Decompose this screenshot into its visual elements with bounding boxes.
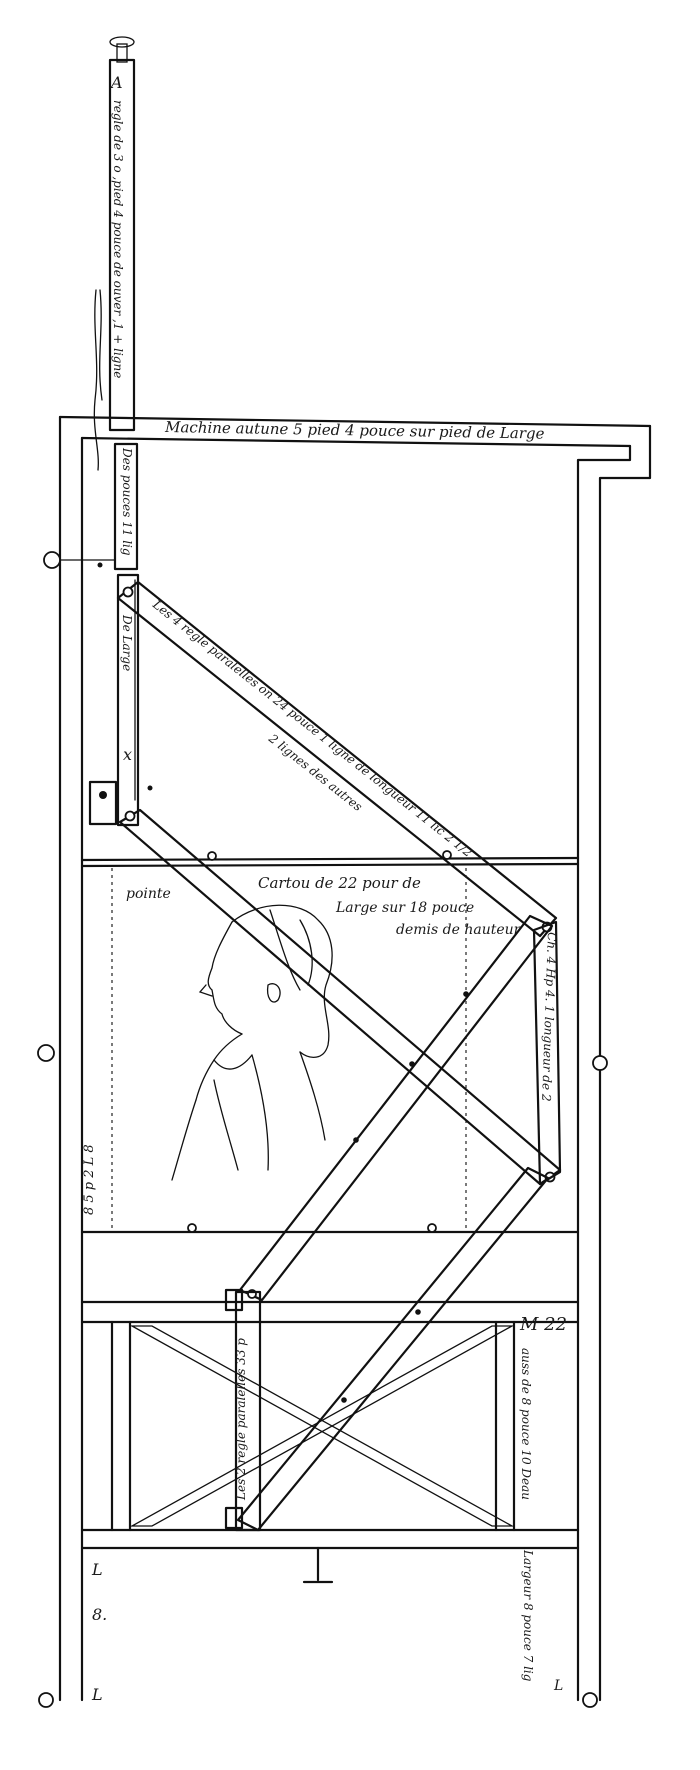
m22-label: M 22 xyxy=(519,1314,567,1335)
right-diagonal-label: Ch. 4 Hp 4. 1 longueur de 2 xyxy=(539,932,559,1102)
machine-frame xyxy=(37,415,652,1708)
de-large-label: De Large xyxy=(120,614,134,671)
lower-rising-ruler xyxy=(238,914,554,1302)
upper-ruler-label: Les 4 regle paralelles on 24 pouce 1 lig… xyxy=(149,597,475,860)
right-lower-label: auss de 8 pouce 10 Deau xyxy=(519,1348,533,1500)
profile-portrait-sketch xyxy=(171,904,333,1181)
carton-label-2: Large sur 18 pouce xyxy=(335,900,474,916)
top-bar-caption: Machine autune 5 pied 4 pouce sur pied d… xyxy=(164,418,545,443)
left-post-label: Des pouces 11 lig xyxy=(120,447,134,556)
left-guide-post xyxy=(88,442,153,827)
eight-left-label: 8. xyxy=(92,1605,107,1624)
pointe-label: pointe xyxy=(126,886,171,902)
left-dimension: 8 5 p 2 L 8 xyxy=(82,1144,97,1215)
upper-ruler-label-2: 2 lignes des autres xyxy=(265,731,365,814)
vertical-rod-a xyxy=(93,36,136,471)
lower-ruler-label: Les 2 regle paralelles 33 p xyxy=(234,1338,248,1501)
right-bottom-label: Largeur 8 pouce 7 lig xyxy=(521,1549,535,1682)
l-left-label: L xyxy=(91,1560,103,1579)
carton-label-1: Cartou de 22 pour de xyxy=(258,874,421,892)
carton-label-3: demis de hauteur xyxy=(396,922,522,938)
lower-vertical-ruler xyxy=(224,1288,262,1532)
bottom-l-right-label: L xyxy=(553,1678,563,1694)
rod-letter: A xyxy=(109,73,123,92)
bottom-l-label: L xyxy=(91,1685,103,1704)
lower-frame xyxy=(80,1300,580,1584)
rod-label: regle de 3 o ,pied 4 pouce de ouver ,1 +… xyxy=(111,100,125,378)
x-mark: x xyxy=(123,745,132,764)
lower-second-ruler xyxy=(236,1166,550,1532)
